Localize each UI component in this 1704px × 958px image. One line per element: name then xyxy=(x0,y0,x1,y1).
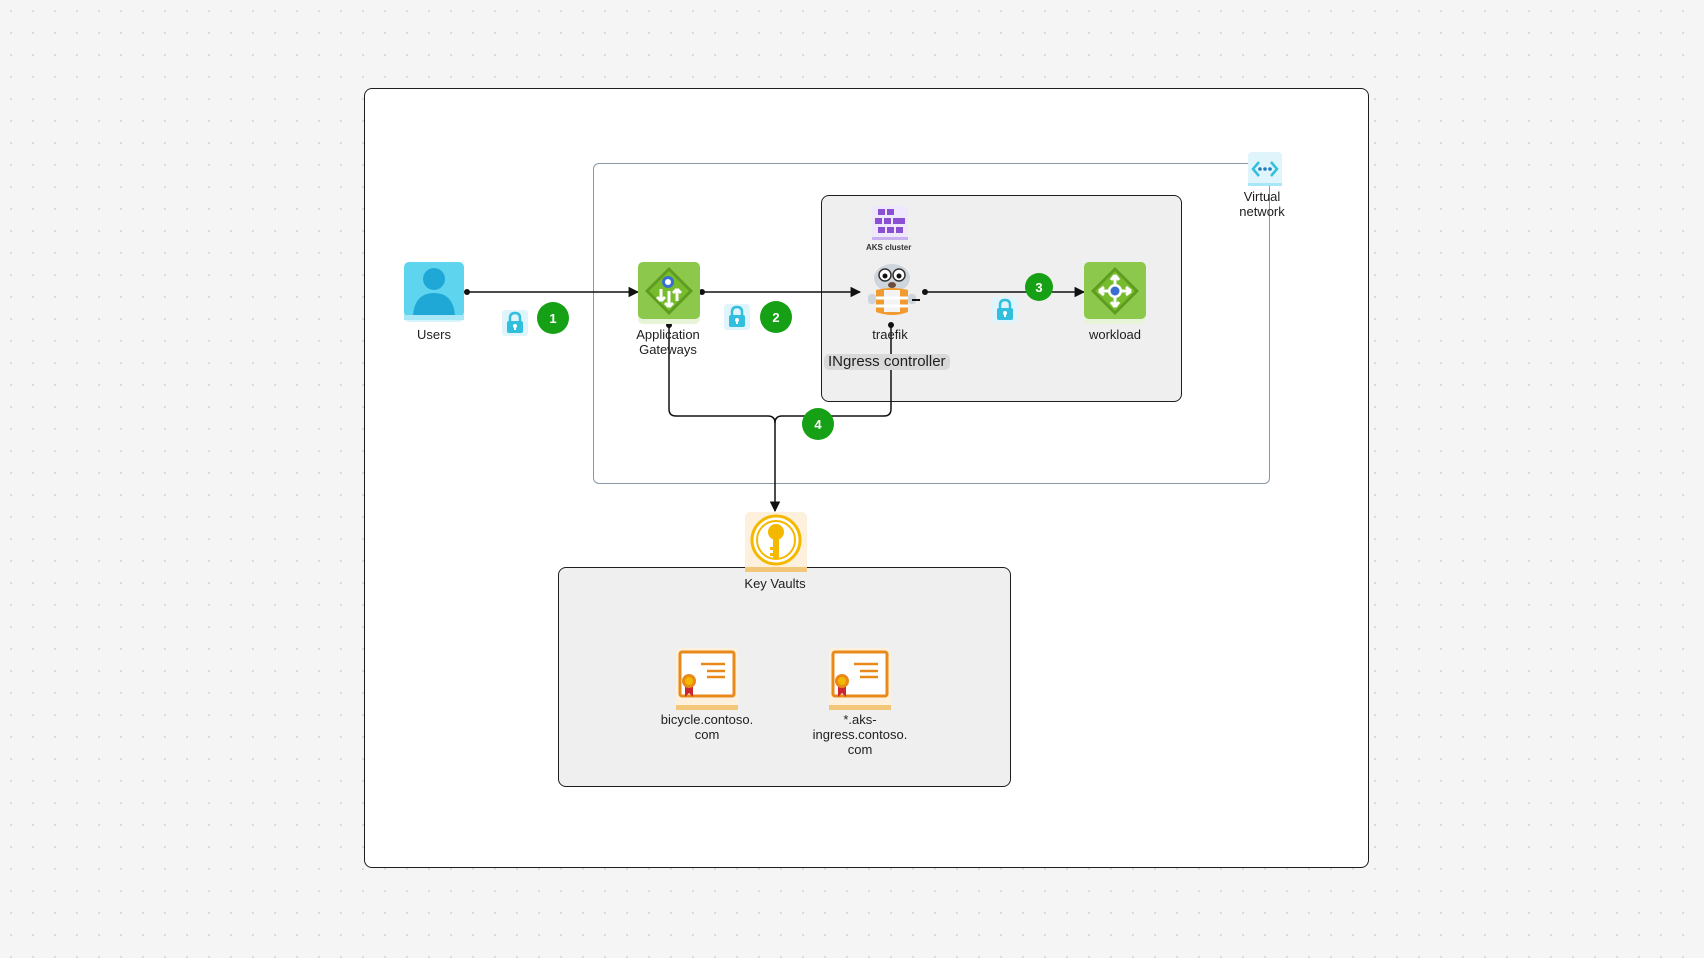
users-label: Users xyxy=(417,327,451,342)
application-gateway-icon xyxy=(637,261,701,330)
users-icon xyxy=(403,261,465,328)
step-1-badge: 1 xyxy=(537,302,569,334)
lock-icon xyxy=(992,297,1018,328)
virtual-network-label: Virtual network xyxy=(1239,189,1285,219)
workload-icon xyxy=(1083,261,1147,330)
virtual-network-icon xyxy=(1248,152,1282,191)
aks-cluster-label: AKS cluster xyxy=(866,243,912,252)
ingress-controller-tag: INgress controller xyxy=(824,354,950,370)
certificate-aks-ingress-label: *.aks- ingress.contoso. com xyxy=(812,712,908,757)
workload-label: workload xyxy=(1088,327,1142,342)
certificate-bicycle-label: bicycle.contoso. com xyxy=(660,712,754,742)
traefik-icon xyxy=(862,260,922,327)
key-vault-icon xyxy=(744,511,808,578)
certificate-icon xyxy=(828,647,892,716)
step-4-badge: 4 xyxy=(802,408,834,440)
step-3-badge: 3 xyxy=(1025,273,1053,301)
key-vault-boundary xyxy=(558,567,1011,787)
step-2-badge: 2 xyxy=(760,301,792,333)
aks-cluster-icon xyxy=(872,206,908,245)
traefik-label: traefik xyxy=(872,327,908,342)
lock-icon xyxy=(724,304,750,335)
virtual-network-boundary xyxy=(593,163,1270,484)
certificate-icon xyxy=(675,647,739,716)
key-vault-label: Key Vaults xyxy=(744,576,806,591)
lock-icon xyxy=(502,310,528,341)
edge-traefik-keyvault xyxy=(774,325,892,424)
application-gateway-label: Application Gateways xyxy=(636,327,700,357)
